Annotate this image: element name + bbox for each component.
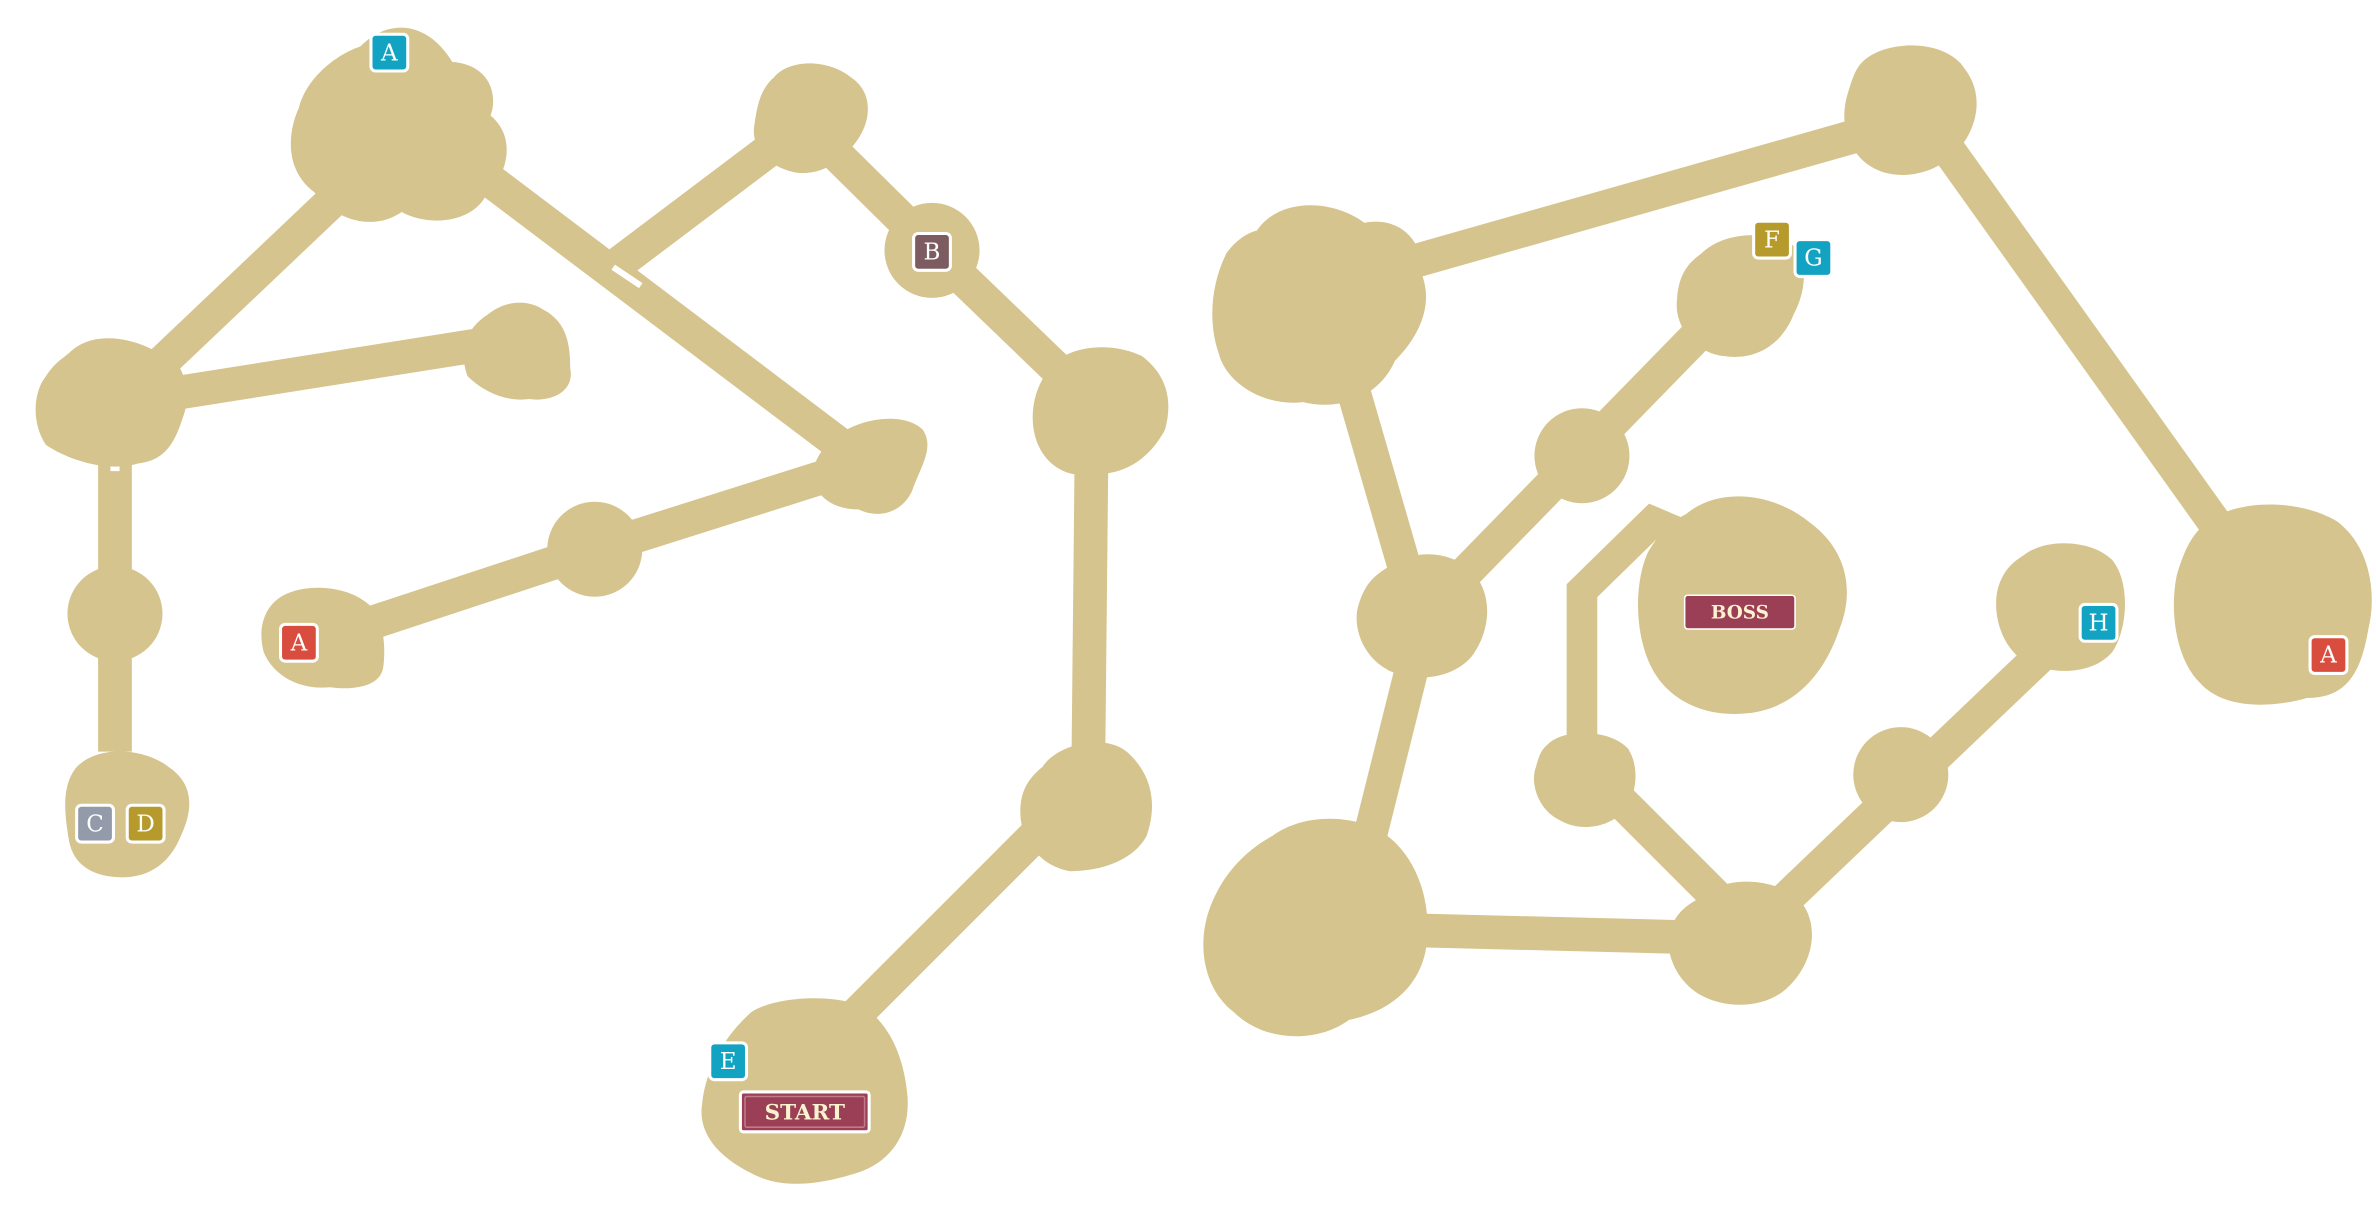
- marker-a-top[interactable]: A: [369, 32, 410, 73]
- marker-g[interactable]: G: [1793, 238, 1834, 278]
- marker-label: B: [924, 240, 941, 266]
- marker-label: A: [2319, 643, 2337, 669]
- marker-d[interactable]: D: [125, 803, 166, 844]
- start-banner-label: START: [765, 1101, 845, 1126]
- start-banner[interactable]: START: [738, 1090, 871, 1134]
- marker-label: A: [290, 630, 308, 656]
- marker-h[interactable]: H: [2078, 602, 2119, 643]
- marker-label: H: [2089, 611, 2109, 637]
- rooms-left: [35, 27, 1169, 1184]
- boss-banner-label: BOSS: [1711, 602, 1769, 623]
- marker-b[interactable]: B: [912, 231, 952, 272]
- marker-label: C: [86, 811, 104, 837]
- marker-label: D: [136, 811, 154, 837]
- marker-label: E: [720, 1049, 737, 1075]
- boss-banner[interactable]: BOSS: [1683, 594, 1796, 630]
- marker-label: A: [380, 40, 398, 66]
- marker-e[interactable]: E: [708, 1041, 749, 1082]
- marker-a-right[interactable]: A: [2308, 635, 2349, 675]
- marker-label: F: [1764, 227, 1780, 253]
- marker-c[interactable]: C: [75, 803, 115, 844]
- marker-label: G: [1804, 246, 1822, 272]
- marker-f[interactable]: F: [1752, 219, 1792, 260]
- marker-a-left[interactable]: A: [278, 622, 319, 663]
